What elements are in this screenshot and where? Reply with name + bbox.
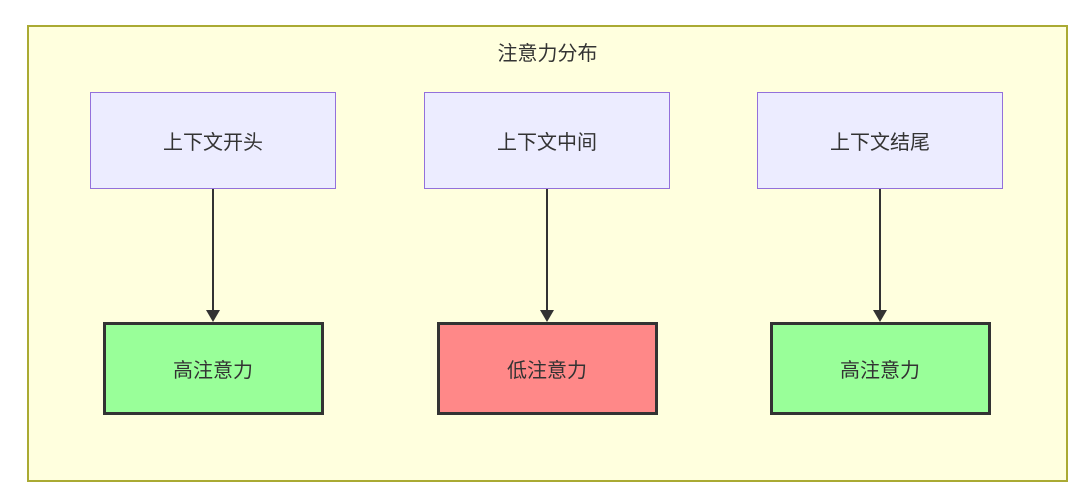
arrow-shaft [212,189,214,310]
node-high-attention-right-label: 高注意力 [840,360,920,382]
node-high-attention-left-label: 高注意力 [173,360,253,382]
node-high-attention-right: 高注意力 [769,322,991,415]
edge-arrow-end [873,189,887,322]
arrowhead-down-icon [206,310,220,322]
node-context-end: 上下文结尾 [757,92,1003,189]
diagram-title: 注意力分布 [497,43,598,65]
node-context-middle: 上下文中间 [424,92,670,189]
diagram-column-context-end: 上下文结尾 高注意力 [757,92,1003,415]
diagram-column-context-middle: 上下文中间 低注意力 [424,92,670,415]
node-high-attention-left: 高注意力 [102,322,324,415]
node-context-end-label: 上下文结尾 [830,132,930,154]
arrowhead-down-icon [873,310,887,322]
node-context-beginning: 上下文开头 [90,92,336,189]
node-context-beginning-label: 上下文开头 [163,132,263,154]
node-low-attention-label: 低注意力 [507,360,587,382]
arrow-shaft [546,189,548,310]
arrow-shaft [879,189,881,310]
diagram-column-context-beginning: 上下文开头 高注意力 [90,92,336,415]
edge-arrow-beginning [206,189,220,322]
node-context-middle-label: 上下文中间 [497,132,597,154]
node-low-attention: 低注意力 [436,322,658,415]
edge-arrow-middle [540,189,554,322]
arrowhead-down-icon [540,310,554,322]
attention-distribution-panel: 注意力分布 上下文开头 高注意力 上下文中间 低注意力 上下文结尾 [27,25,1068,482]
